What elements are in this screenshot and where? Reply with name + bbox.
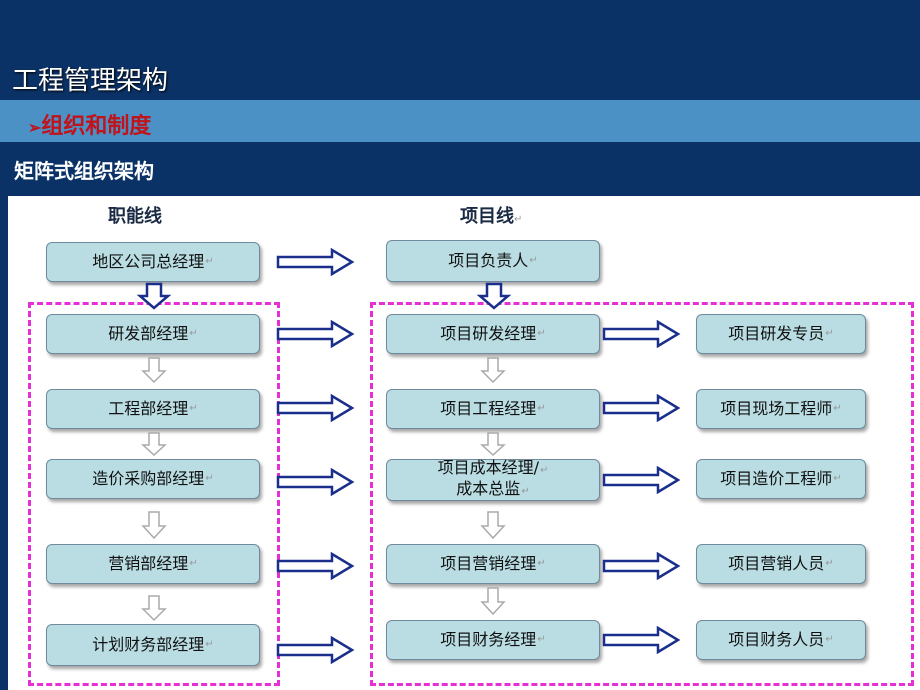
arrow-down-light-icon: [141, 595, 167, 622]
arrow-right-icon: [602, 393, 681, 423]
arrow-down-icon: [136, 282, 172, 310]
project-group-outline: [370, 302, 914, 686]
bullet-arrow-icon: ➢: [28, 118, 42, 137]
proj-box-marketing-manager: 项目营销经理↵: [386, 544, 600, 584]
proj-box-cost-manager: 项目成本经理/↵ 成本总监↵: [386, 459, 600, 501]
arrow-right-icon: [276, 393, 355, 423]
spec-box-finance-staff: 项目财务人员↵: [696, 620, 866, 660]
func-box-rd-manager: 研发部经理↵: [46, 314, 260, 354]
arrow-down-light-icon: [141, 432, 167, 457]
functional-line-header: 职能线: [108, 206, 162, 227]
arrow-right-icon: [276, 551, 355, 581]
section-heading: ➢组织和制度: [28, 108, 151, 140]
arrow-right-icon: [602, 625, 681, 655]
project-line-header: 项目线↵: [460, 206, 523, 227]
arrow-right-icon: [602, 551, 681, 581]
func-box-costing-procurement-manager: 造价采购部经理↵: [46, 459, 260, 499]
spec-box-site-engineer: 项目现场工程师↵: [696, 389, 866, 429]
proj-box-engineering-manager: 项目工程经理↵: [386, 389, 600, 429]
slide-subtitle: 矩阵式组织架构: [14, 159, 154, 183]
arrow-down-light-icon: [480, 357, 506, 384]
spec-box-marketing-staff: 项目营销人员↵: [696, 544, 866, 584]
arrow-down-icon: [476, 282, 512, 310]
proj-box-project-lead: 项目负责人↵: [386, 240, 600, 282]
arrow-down-light-icon: [480, 432, 506, 457]
arrow-down-light-icon: [141, 511, 167, 540]
arrow-right-icon: [276, 467, 355, 497]
arrow-down-light-icon: [480, 511, 506, 540]
arrow-right-icon: [276, 319, 355, 349]
arrow-right-icon: [602, 319, 681, 349]
proj-box-finance-manager: 项目财务经理↵: [386, 620, 600, 660]
func-box-planning-finance-manager: 计划财务部经理↵: [46, 624, 260, 666]
func-box-engineering-manager: 工程部经理↵: [46, 389, 260, 429]
spec-box-cost-engineer: 项目造价工程师↵: [696, 459, 866, 499]
arrow-right-icon: [276, 635, 355, 665]
func-box-general-manager: 地区公司总经理↵: [46, 242, 260, 282]
proj-box-rd-manager: 项目研发经理↵: [386, 314, 600, 354]
org-chart: 职能线 项目线↵ 地区公司总经理↵ 研发部经理↵ 工程部经理↵ 造价采购部经理↵…: [8, 196, 920, 690]
arrow-down-light-icon: [480, 587, 506, 616]
section-heading-label: 组织和制度: [41, 113, 152, 139]
arrow-right-icon: [602, 465, 681, 495]
arrow-down-light-icon: [141, 357, 167, 384]
slide-title: 工程管理架构: [12, 66, 169, 96]
arrow-right-icon: [276, 247, 355, 277]
spec-box-rd-specialist: 项目研发专员↵: [696, 314, 866, 354]
section-band: [0, 100, 920, 142]
func-box-marketing-manager: 营销部经理↵: [46, 544, 260, 584]
